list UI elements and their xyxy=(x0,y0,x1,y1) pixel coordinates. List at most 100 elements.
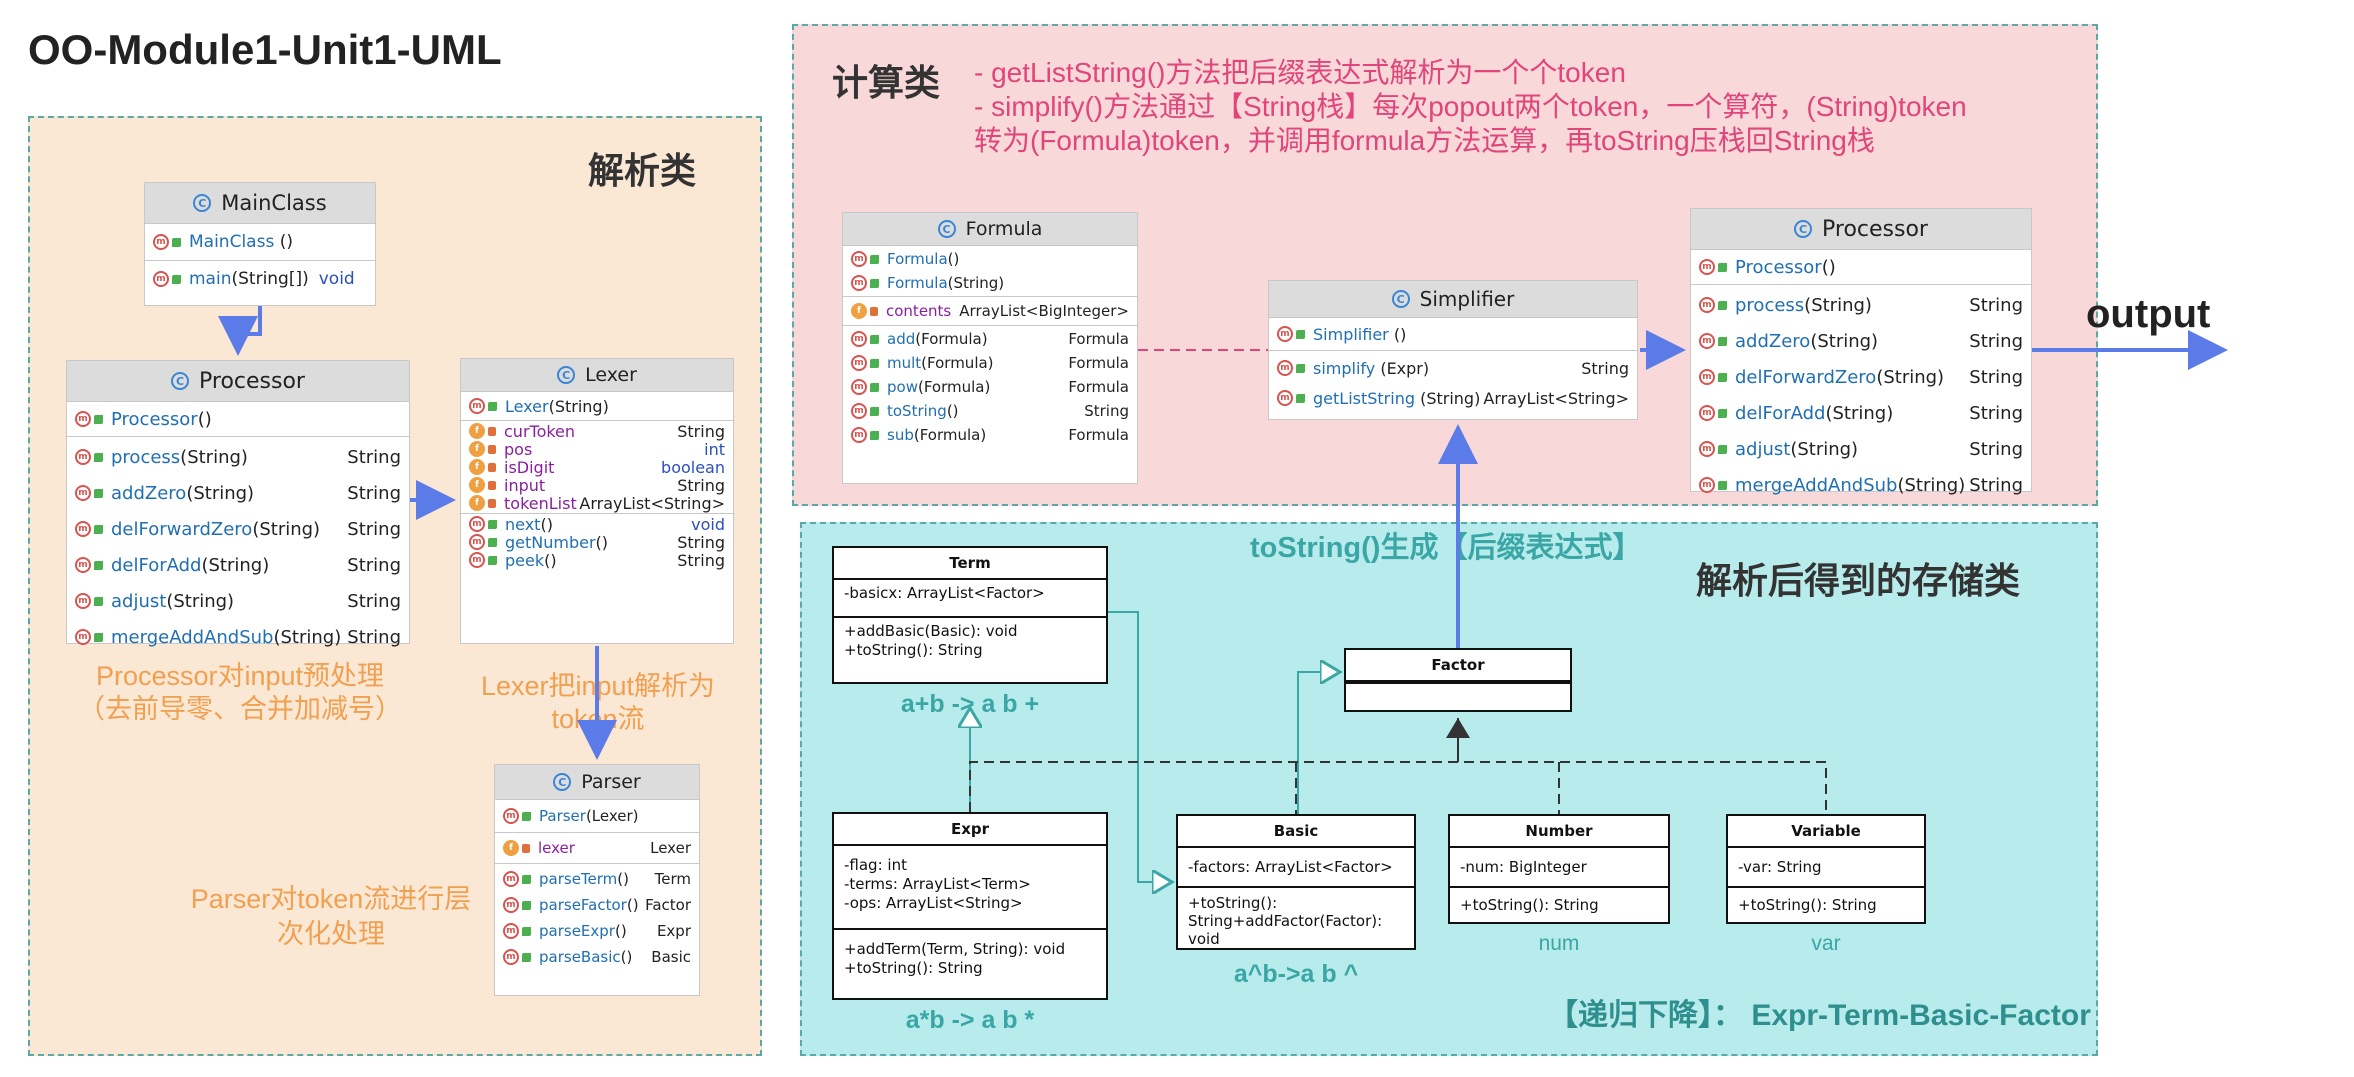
return-type: void xyxy=(691,514,725,534)
public-icon xyxy=(172,237,181,247)
public-icon xyxy=(870,430,879,440)
uml-term[interactable]: Term -basicx: ArrayList<Factor> +addBasi… xyxy=(832,546,1108,684)
public-icon xyxy=(522,926,531,936)
return-type: String xyxy=(347,590,401,612)
class-header: C Processor xyxy=(67,361,409,402)
method-name: process(String) xyxy=(1735,294,1872,316)
class-name: Formula xyxy=(965,218,1043,240)
field-name: pos xyxy=(504,439,533,459)
method-name: delForAdd(String) xyxy=(1735,402,1894,424)
return-type: String xyxy=(1581,358,1629,378)
public-icon xyxy=(870,334,879,344)
page-title: OO-Module1-Unit1-UML xyxy=(28,26,502,73)
method-icon: m xyxy=(1277,326,1293,342)
method-name: parseTerm() xyxy=(539,870,629,888)
field-type: String xyxy=(677,421,725,441)
private-icon xyxy=(488,498,496,508)
note-basic: a^b->a b ^ xyxy=(1233,960,1359,988)
public-icon xyxy=(94,452,103,462)
class-header: C Simplifier xyxy=(1269,281,1637,318)
method-icon: m xyxy=(503,897,519,913)
method-name: parseExpr() xyxy=(539,922,627,940)
constructor-row: m Processor() xyxy=(67,404,409,434)
public-icon xyxy=(488,401,497,411)
method-icon: m xyxy=(851,331,867,347)
public-icon xyxy=(870,254,879,264)
class-name: Processor xyxy=(199,368,305,394)
return-type: String xyxy=(347,626,401,648)
return-type: Formula xyxy=(1068,378,1129,396)
uml-variable[interactable]: Variable -var: String +toString(): Strin… xyxy=(1726,814,1926,924)
class-icon: C xyxy=(1391,290,1410,308)
public-icon xyxy=(1718,372,1727,382)
class-header: C MainClass xyxy=(145,183,375,224)
class-mainclass[interactable]: C MainClass m MainClass () m main(String… xyxy=(144,182,376,306)
public-icon xyxy=(94,524,103,534)
private-icon xyxy=(870,306,878,316)
uml-factor[interactable]: Factor xyxy=(1344,648,1572,712)
uml-expr[interactable]: Expr -flag: int -terms: ArrayList<Term> … xyxy=(832,812,1108,1000)
field-icon: f xyxy=(503,840,519,856)
method-name: next() xyxy=(505,514,553,534)
method-name: delForwardZero(String) xyxy=(1735,366,1945,388)
note-expr: a*b -> a b * xyxy=(905,1006,1035,1034)
return-type: Formula xyxy=(1068,330,1129,348)
public-icon xyxy=(1296,393,1305,403)
method-icon: m xyxy=(1699,297,1715,313)
recursive-descent-label: 【递归下降】： Expr-Term-Basic-Factor xyxy=(1548,999,2091,1032)
public-icon xyxy=(1718,444,1727,454)
method-name: delForAdd(String) xyxy=(111,554,270,576)
method-icon: m xyxy=(1277,360,1293,376)
method-icon: m xyxy=(1699,333,1715,349)
field-icon: f xyxy=(469,459,485,475)
method-name: sub(Formula) xyxy=(887,426,987,444)
private-icon xyxy=(488,462,496,472)
field-type: ArrayList<BigInteger> xyxy=(959,302,1129,320)
method-icon: m xyxy=(1699,259,1715,275)
class-name: Lexer xyxy=(585,364,637,386)
uml-number[interactable]: Number -num: BigInteger +toString(): Str… xyxy=(1448,814,1670,924)
method-icon: m xyxy=(469,534,485,550)
field-type: ArrayList<String> xyxy=(579,493,725,513)
compute-panel-label: 计算类 xyxy=(832,62,941,103)
constructor-row: m MainClass () xyxy=(145,228,375,256)
method-icon: m xyxy=(153,234,169,250)
uml-basic[interactable]: Basic -factors: ArrayList<Factor> +toStr… xyxy=(1176,814,1416,950)
method-name: getNumber() xyxy=(505,532,609,552)
method-icon: m xyxy=(1699,441,1715,457)
public-icon xyxy=(1718,300,1727,310)
field-name: input xyxy=(504,475,546,495)
private-icon xyxy=(488,480,496,490)
public-icon xyxy=(522,874,531,884)
public-icon xyxy=(522,900,531,910)
constructor-row: m Processor() xyxy=(1691,252,2031,282)
public-icon xyxy=(1296,363,1305,373)
public-icon xyxy=(94,488,103,498)
method-icon: m xyxy=(1699,405,1715,421)
class-name: Simplifier xyxy=(1419,287,1515,311)
private-icon xyxy=(488,444,496,454)
public-icon xyxy=(488,537,497,547)
return-type: String xyxy=(347,518,401,540)
field-type: Lexer xyxy=(650,839,691,857)
method-name: Formula() xyxy=(887,250,960,268)
method-icon: m xyxy=(503,871,519,887)
return-type: String xyxy=(1969,294,2023,316)
parse-panel-label: 解析类 xyxy=(588,150,697,191)
